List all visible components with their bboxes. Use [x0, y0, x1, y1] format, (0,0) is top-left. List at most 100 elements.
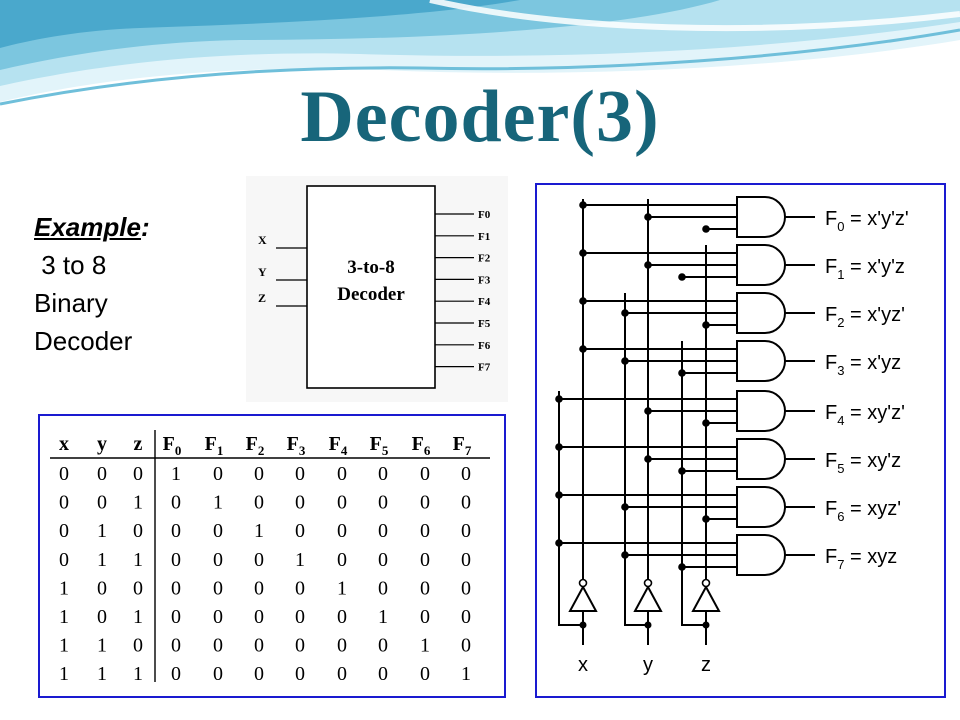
table-cell: 1: [337, 577, 347, 599]
table-cell: 0: [133, 463, 143, 485]
table-cell: 1: [59, 606, 69, 628]
output-expression: F3 = x'yz: [825, 352, 901, 378]
block-output-label: F5: [478, 318, 491, 330]
table-cell: 0: [213, 606, 223, 628]
table-cell: 0: [171, 606, 181, 628]
block-output-label: F0: [478, 209, 491, 221]
table-header-output: F1: [205, 433, 224, 458]
table-cell: 0: [337, 492, 347, 514]
table-cell: 0: [461, 492, 471, 514]
and-gate: F2 = x'yz': [579, 292, 905, 334]
table-header-output: F0: [163, 433, 182, 458]
block-output-label: F1: [478, 231, 490, 243]
example-line-3: Decoder: [34, 326, 133, 356]
block-input-label: Z: [258, 291, 266, 305]
table-cell: 0: [171, 549, 181, 571]
and-gate: F6 = xyz': [555, 486, 901, 528]
table-cell: 1: [133, 663, 143, 685]
block-input-label: X: [258, 233, 267, 247]
table-cell: 0: [213, 635, 223, 657]
table-cell: 0: [254, 606, 264, 628]
signal-rail: [624, 293, 648, 626]
table-cell: 0: [461, 577, 471, 599]
table-cell: 1: [133, 549, 143, 571]
table-header-output: F7: [453, 433, 472, 458]
table-cell: 0: [295, 463, 305, 485]
table-cell: 0: [420, 577, 430, 599]
table-cell: 0: [295, 577, 305, 599]
table-cell: 0: [59, 492, 69, 514]
table-cell: 0: [171, 663, 181, 685]
example-line-1: 3 to 8: [34, 250, 107, 280]
table-cell: 1: [59, 663, 69, 685]
table-cell: 1: [420, 635, 430, 657]
block-output-label: F3: [478, 274, 491, 286]
table-cell: 0: [461, 606, 471, 628]
table-cell: 0: [171, 520, 181, 542]
not-gate: [568, 578, 598, 645]
table-cell: 0: [213, 463, 223, 485]
decoder-block: [306, 185, 436, 389]
table-cell: 0: [420, 520, 430, 542]
table-header-input: y: [97, 433, 107, 455]
table-cell: 0: [420, 492, 430, 514]
table-cell: 0: [295, 663, 305, 685]
table-cell: 0: [171, 492, 181, 514]
table-cell: 1: [133, 492, 143, 514]
circuit-input-label: y: [643, 654, 653, 676]
table-cell: 0: [213, 520, 223, 542]
table-cell: 0: [461, 463, 471, 485]
slide-title: Decoder(3): [300, 76, 660, 158]
table-cell: 1: [378, 606, 388, 628]
decoder-label-line1: 3-to-8: [347, 257, 394, 278]
table-cell: 0: [295, 606, 305, 628]
example-text: Example: 3 to 8 Binary Decoder: [34, 208, 150, 360]
table-cell: 0: [97, 577, 107, 599]
output-expression: F7 = xyz: [825, 546, 897, 572]
table-cell: 0: [254, 492, 264, 514]
table-cell: 0: [378, 663, 388, 685]
table-cell: 0: [254, 635, 264, 657]
table-cell: 0: [213, 549, 223, 571]
output-expression: F6 = xyz': [825, 498, 901, 524]
output-expression: F1 = x'y'z: [825, 256, 905, 282]
table-cell: 0: [337, 635, 347, 657]
block-output-label: F2: [478, 253, 491, 265]
table-cell: 0: [378, 492, 388, 514]
table-cell: 0: [254, 549, 264, 571]
example-heading: Example:: [34, 212, 150, 242]
example-line-2: Binary: [34, 288, 108, 318]
decoder-label-line2: Decoder: [337, 284, 405, 305]
table-cell: 0: [59, 549, 69, 571]
output-expression: F5 = xy'z: [825, 450, 901, 476]
table-cell: 0: [461, 549, 471, 571]
block-output-label: F6: [478, 340, 491, 352]
table-cell: 1: [59, 635, 69, 657]
table-cell: 0: [337, 606, 347, 628]
table-cell: 1: [59, 577, 69, 599]
table-cell: 0: [254, 663, 264, 685]
table-cell: 0: [337, 463, 347, 485]
table-cell: 0: [133, 577, 143, 599]
table-cell: 0: [59, 463, 69, 485]
table-cell: 0: [337, 663, 347, 685]
table-cell: 0: [133, 635, 143, 657]
table-cell: 1: [97, 663, 107, 685]
table-cell: 0: [337, 549, 347, 571]
table-cell: 0: [254, 463, 264, 485]
and-gate: F5 = xy'z: [555, 438, 901, 480]
table-cell: 1: [213, 492, 223, 514]
table-header-output: F6: [412, 433, 431, 458]
table-cell: 0: [97, 606, 107, 628]
signal-rail: [681, 341, 706, 626]
table-header-input: z: [134, 433, 143, 455]
